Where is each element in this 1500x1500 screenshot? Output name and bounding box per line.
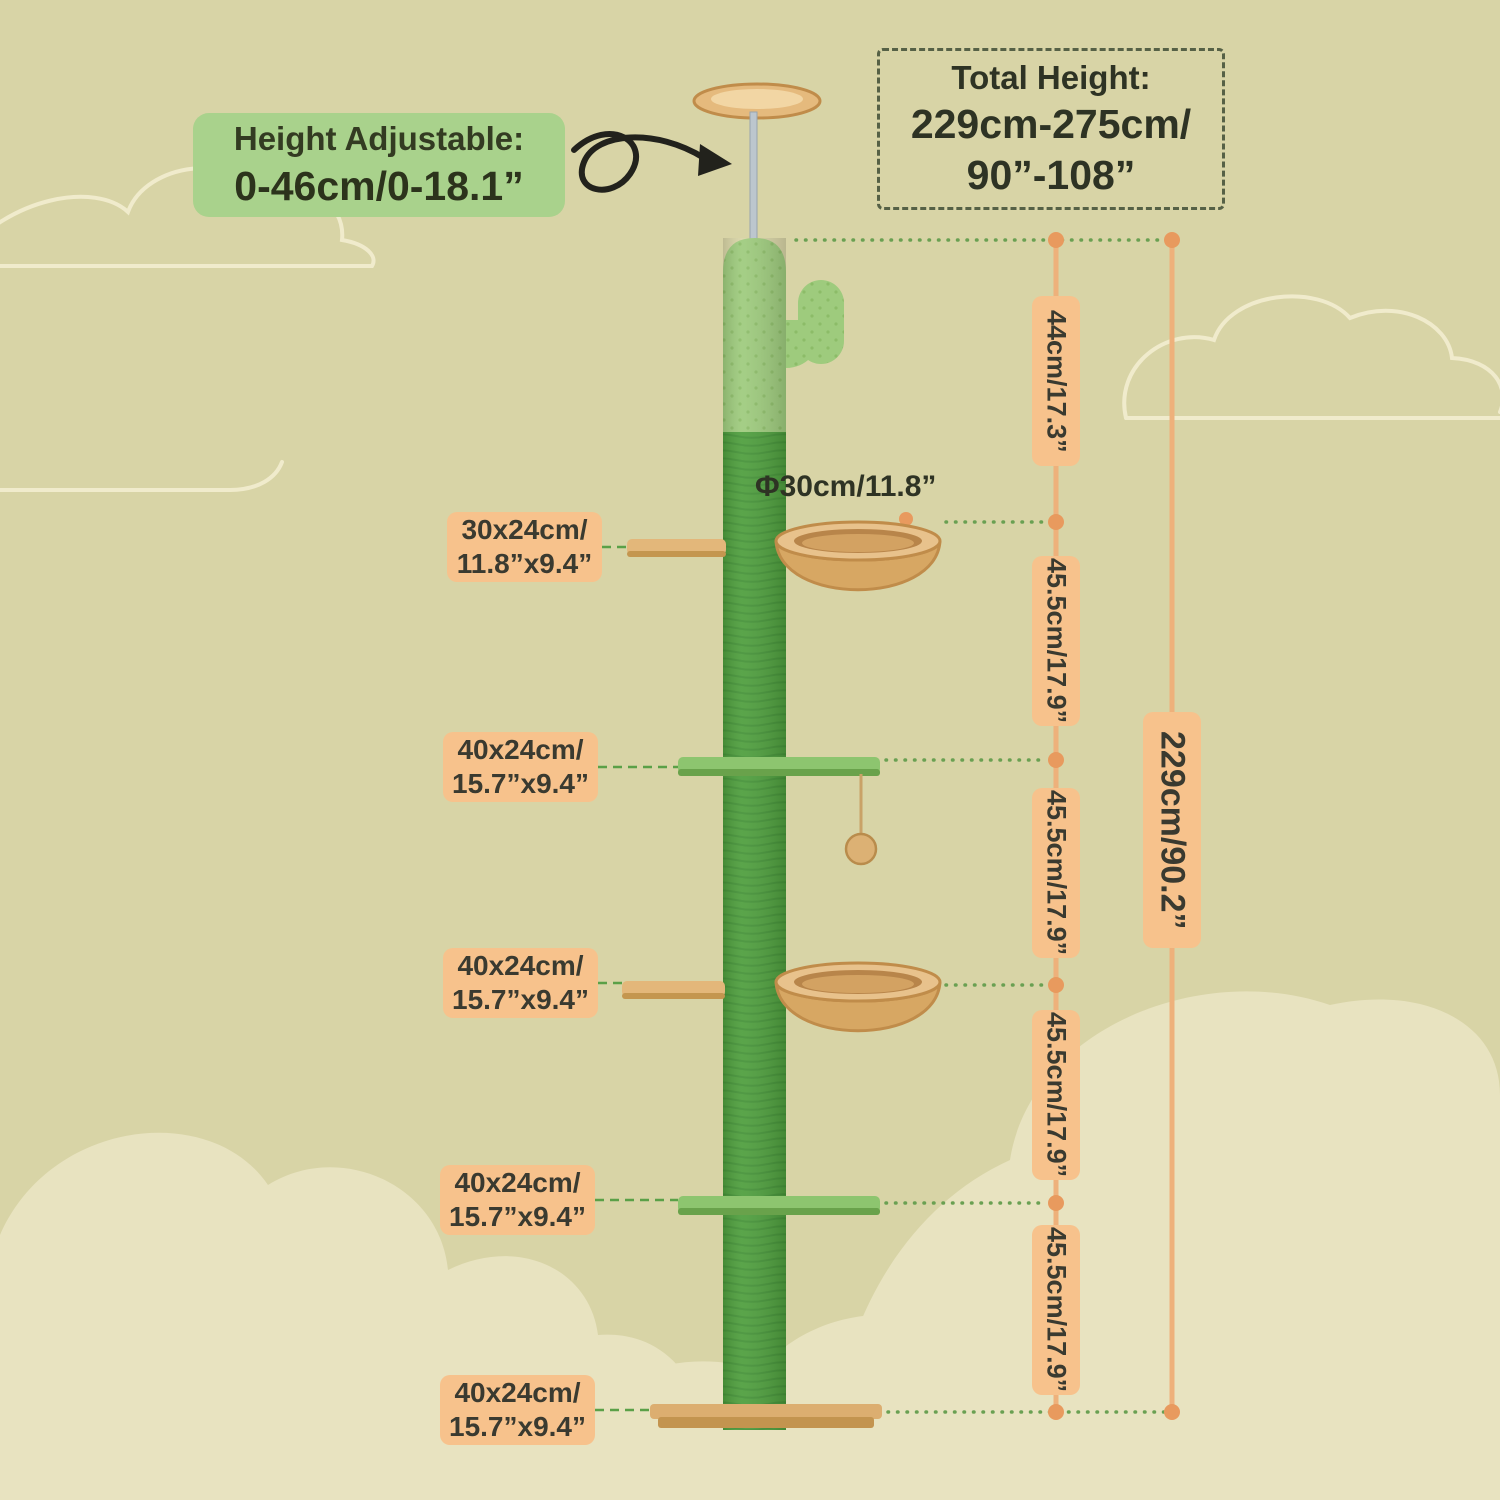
size-label-line1: 40x24cm/ [454, 1377, 581, 1409]
size-label-line2: 15.7”x9.4” [449, 1411, 586, 1442]
hanging-ball-toy [844, 774, 878, 866]
dimension-dot [1164, 232, 1180, 248]
segment-height-label-3: 45.5cm/17.9” [1032, 788, 1080, 958]
segment-height-label-1: 44cm/17.3” [1032, 296, 1080, 466]
cactus-arm [798, 280, 844, 364]
total-height-title: Total Height: [951, 58, 1151, 96]
curved-arrow-icon [571, 131, 732, 193]
height-adjustable-badge: Height Adjustable: 0-46cm/0-18.1” [193, 113, 565, 217]
total-height-badge: Total Height: 229cm-275cm/ 90”-108” [877, 48, 1225, 210]
base-board [650, 1404, 882, 1428]
total-height-line1: 229cm-275cm/ [910, 100, 1192, 147]
size-label-line1: 30x24cm/ [461, 514, 588, 546]
total-side-label: 229cm/90.2” [1143, 712, 1201, 948]
size-label-4: 40x24cm/ 15.7”x9.4” [440, 1165, 595, 1235]
hammock [774, 961, 942, 1033]
dimension-dot [1048, 232, 1064, 248]
hammock [774, 520, 942, 592]
diameter-marker-dot [899, 512, 913, 526]
size-label-line2: 15.7”x9.4” [449, 1201, 586, 1232]
height-adjustable-value: 0-46cm/0-18.1” [234, 163, 524, 209]
dimension-dot [1048, 514, 1064, 530]
size-label-1: 30x24cm/ 11.8”x9.4” [447, 512, 602, 582]
dotted-connector [794, 238, 1166, 1414]
platform [678, 757, 880, 776]
dimension-dot [1164, 1404, 1180, 1420]
segment-height-label-4: 45.5cm/17.9” [1032, 1010, 1080, 1180]
cat-tree [622, 82, 942, 1430]
size-label-5: 40x24cm/ 15.7”x9.4” [440, 1375, 595, 1445]
platform [622, 981, 725, 999]
diameter-label: Φ30cm/11.8” [755, 470, 937, 503]
dimension-dot [1048, 752, 1064, 768]
dimension-dot [1048, 1195, 1064, 1211]
mount-rod [749, 111, 758, 241]
size-label-line2: 15.7”x9.4” [452, 984, 589, 1015]
dashed-connector [595, 545, 678, 1412]
platform [627, 539, 726, 557]
size-label-line1: 40x24cm/ [454, 1167, 581, 1199]
total-height-line2: 90”-108” [966, 152, 1136, 198]
size-label-line1: 40x24cm/ [457, 734, 584, 766]
platform [678, 1196, 880, 1215]
segment-height-label-5: 45.5cm/17.9” [1032, 1225, 1080, 1395]
segment-height-label-2: 45.5cm/17.9” [1032, 556, 1080, 726]
height-adjustable-title: Height Adjustable: [233, 120, 525, 157]
size-label-2: 40x24cm/ 15.7”x9.4” [443, 732, 598, 802]
size-label-line1: 40x24cm/ [457, 950, 584, 982]
dimension-dot [1048, 1404, 1064, 1420]
size-label-line2: 11.8”x9.4” [456, 548, 593, 579]
size-label-3: 40x24cm/ 15.7”x9.4” [443, 948, 598, 1018]
dimension-dot [1048, 977, 1064, 993]
size-label-line2: 15.7”x9.4” [452, 768, 589, 799]
